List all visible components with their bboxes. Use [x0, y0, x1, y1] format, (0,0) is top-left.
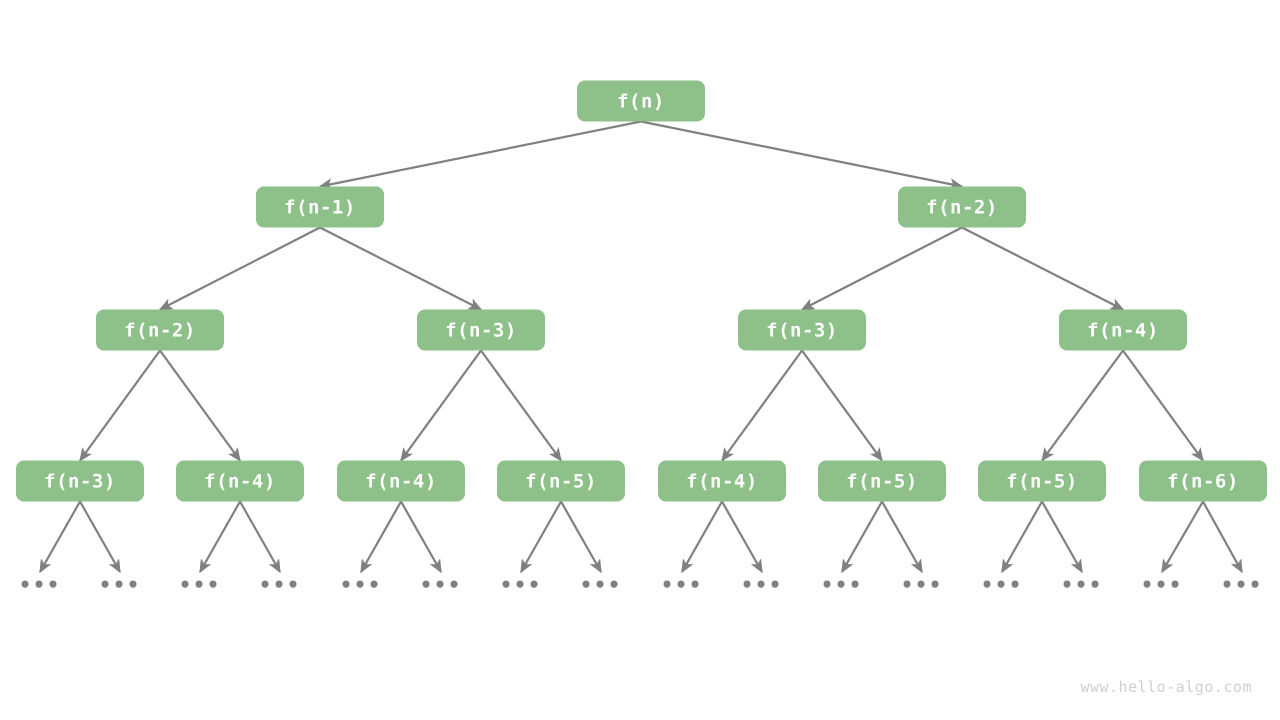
ellipsis-marker: ••• [259, 573, 301, 597]
ellipsis-marker: ••• [661, 573, 703, 597]
tree-node-label: f(n-2) [124, 320, 196, 342]
tree-node-label: f(n-6) [1167, 471, 1239, 493]
tree-node-box [818, 460, 946, 502]
tree-edge [1041, 500, 1083, 574]
tree-edge [800, 226, 963, 311]
tree-node[interactable]: f(n-5) [978, 460, 1106, 502]
tree-edge [1041, 349, 1124, 462]
tree-node-label: f(n-3) [766, 320, 838, 342]
tree-edge [400, 500, 442, 574]
tree-node[interactable]: f(n-2) [96, 309, 224, 351]
tree-edge [79, 500, 121, 574]
tree-node-box [898, 186, 1026, 228]
tree-node-label: f(n-4) [686, 471, 758, 493]
tree-node-label: f(n-2) [926, 197, 998, 219]
tree-node[interactable]: f(n-2) [898, 186, 1026, 228]
tree-node-box [337, 460, 465, 502]
tree-edge [881, 500, 923, 574]
ellipsis-marker: ••• [741, 573, 783, 597]
ellipsis-marker: ••• [1221, 573, 1263, 597]
watermark: www.hello-algo.com [1080, 678, 1252, 696]
tree-edge [721, 349, 803, 462]
tree-node-box [978, 460, 1106, 502]
tree-node[interactable]: f(n-4) [176, 460, 304, 502]
tree-edge [239, 500, 281, 574]
tree-edge [560, 500, 602, 574]
tree-node-box [577, 80, 705, 122]
edges-layer [39, 120, 1243, 574]
tree-edge [480, 349, 562, 462]
tree-node[interactable]: f(n-3) [417, 309, 545, 351]
ellipsis-marker: ••• [420, 573, 462, 597]
tree-node-box [96, 309, 224, 351]
ellipsis-marker: ••• [821, 573, 863, 597]
tree-node-box [1059, 309, 1187, 351]
tree-edge [640, 120, 964, 190]
tree-edge [39, 500, 81, 574]
tree-edge [79, 349, 161, 462]
tree-edge [1161, 500, 1204, 574]
ellipsis-marker: ••• [1061, 573, 1103, 597]
ellipses-layer: ••• ••• ••• ••• ••• ••• ••• ••• ••• ••• ••• ••• ••• •… [19, 573, 1263, 597]
ellipsis-marker: ••• [1141, 573, 1183, 597]
ellipsis-marker: ••• [19, 573, 61, 597]
tree-node[interactable]: f(n-5) [818, 460, 946, 502]
tree-node-label: f(n-3) [44, 471, 116, 493]
tree-edge [400, 349, 482, 462]
tree-node-box [16, 460, 144, 502]
tree-edge [318, 120, 642, 190]
tree-node-label: f(n-5) [846, 471, 918, 493]
tree-node[interactable]: f(n-3) [738, 309, 866, 351]
tree-edge [1202, 500, 1243, 574]
tree-node-label: f(n-4) [365, 471, 437, 493]
tree-edge [961, 226, 1125, 311]
ellipsis-marker: ••• [981, 573, 1023, 597]
tree-node-box [658, 460, 786, 502]
tree-node-label: f(n-5) [1006, 471, 1078, 493]
tree-node[interactable]: f(n-5) [497, 460, 625, 502]
tree-node[interactable]: f(n-6) [1139, 460, 1267, 502]
tree-node-box [738, 309, 866, 351]
ellipsis-marker: ••• [340, 573, 382, 597]
tree-edge [721, 500, 763, 574]
tree-edge [1001, 500, 1043, 574]
tree-node-box [417, 309, 545, 351]
tree-edge [158, 226, 321, 311]
ellipsis-marker: ••• [99, 573, 141, 597]
nodes-layer: f(n) f(n-1) f(n-2) f(n-2) f(n-3) f(n-3) f(n-4)… [16, 80, 1267, 502]
tree-edge [681, 500, 723, 574]
tree-node-box [256, 186, 384, 228]
tree-node-label: f(n-1) [284, 197, 356, 219]
tree-node[interactable]: f(n-1) [256, 186, 384, 228]
tree-node-label: f(n-4) [204, 471, 276, 493]
tree-edge [199, 500, 241, 574]
tree-node-box [176, 460, 304, 502]
tree-node-label: f(n-4) [1087, 320, 1159, 342]
tree-edge [801, 349, 883, 462]
ellipsis-marker: ••• [500, 573, 542, 597]
tree-node[interactable]: f(n-4) [1059, 309, 1187, 351]
tree-node[interactable]: f(n) [577, 80, 705, 122]
tree-edge [360, 500, 402, 574]
tree-edge [1122, 349, 1204, 462]
tree-node[interactable]: f(n-3) [16, 460, 144, 502]
tree-edge [520, 500, 562, 574]
tree-node[interactable]: f(n-4) [337, 460, 465, 502]
tree-node-label: f(n-3) [445, 320, 517, 342]
tree-node-box [1139, 460, 1267, 502]
tree-edge [159, 349, 241, 462]
tree-node-label: f(n) [617, 91, 665, 113]
tree-edge [319, 226, 483, 311]
ellipsis-marker: ••• [580, 573, 622, 597]
tree-edge [841, 500, 883, 574]
ellipsis-marker: ••• [179, 573, 221, 597]
tree-node-box [497, 460, 625, 502]
ellipsis-marker: ••• [901, 573, 943, 597]
tree-node-label: f(n-5) [525, 471, 597, 493]
tree-node[interactable]: f(n-4) [658, 460, 786, 502]
